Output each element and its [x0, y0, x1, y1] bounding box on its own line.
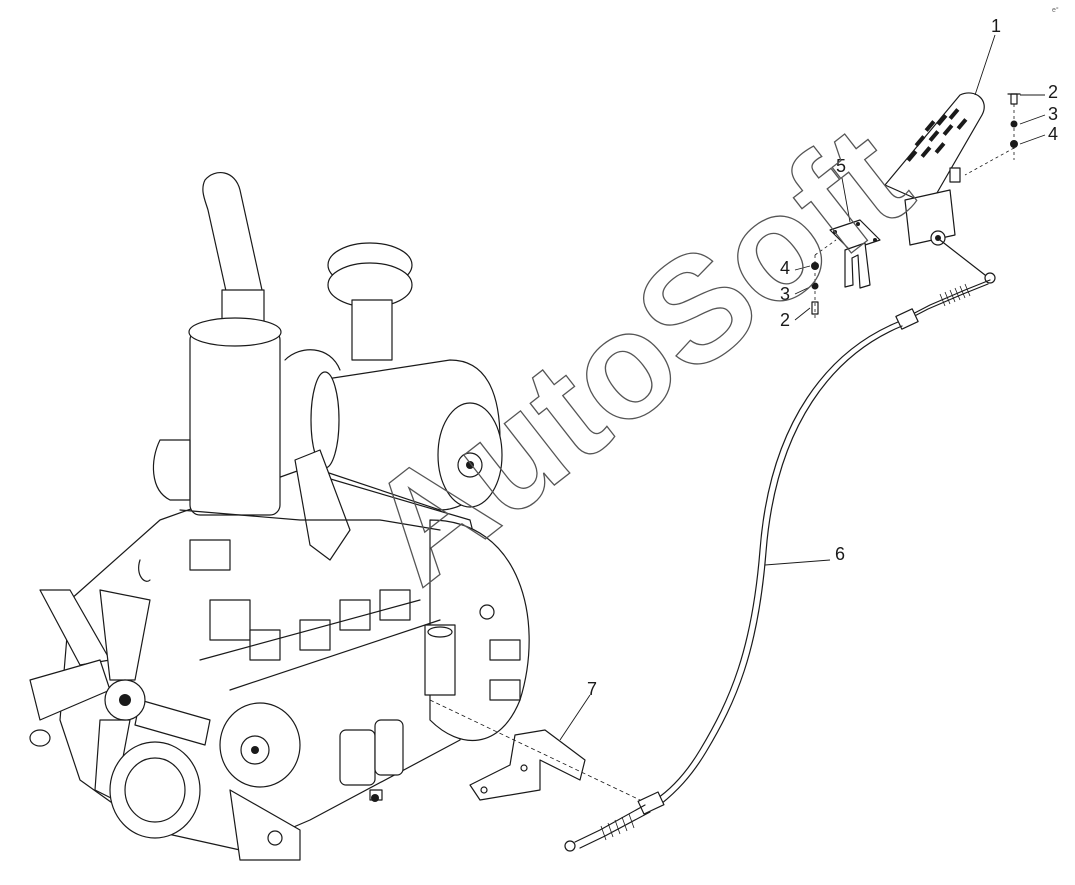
fan	[29, 589, 211, 801]
callout-1: 1	[991, 16, 1001, 36]
accelerator-pedal	[884, 92, 996, 284]
cable-bracket	[829, 219, 881, 289]
callout-6: 6	[835, 544, 845, 564]
callout-4-mid: 4	[780, 258, 790, 278]
callout-3-top: 3	[1048, 104, 1058, 124]
callout-3-mid: 3	[780, 284, 790, 304]
callout-4-top: 4	[1048, 124, 1058, 144]
hardware-mid	[811, 239, 837, 320]
watermark: AutoSoft	[336, 93, 938, 615]
callout-5: 5	[836, 156, 846, 176]
air-cleaner	[310, 242, 503, 511]
callout-2-top: 2	[1048, 82, 1058, 102]
callout-7: 7	[587, 679, 597, 699]
lower-bracket	[429, 699, 641, 801]
muffler	[152, 172, 282, 516]
leader-lines	[559, 34, 1046, 741]
callout-2-mid: 2	[780, 310, 790, 330]
corner-mark: e°	[1052, 6, 1059, 14]
engine-assembly	[29, 172, 530, 861]
hardware-top	[964, 93, 1021, 176]
throttle-cable	[564, 279, 991, 852]
